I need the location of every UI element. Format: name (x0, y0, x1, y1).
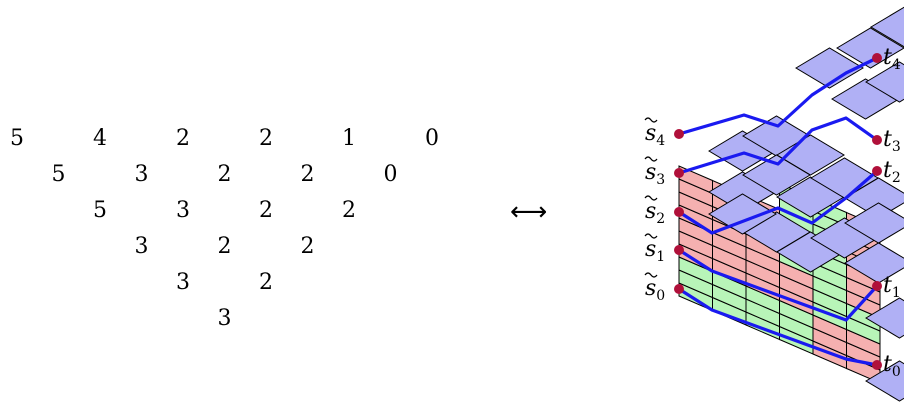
triangle-entry: 0 (425, 126, 439, 151)
t-endpoint-dot (872, 53, 882, 63)
t-label: t4 (883, 45, 901, 73)
s-endpoint-dot (674, 207, 684, 217)
bijection-arrow: ⟷ (510, 197, 548, 227)
triangle-entry: 5 (51, 162, 66, 187)
triangle-entry: 1 (342, 126, 356, 151)
triangle-entry: 3 (134, 162, 149, 187)
lattice-path (677, 56, 879, 136)
t-label: t3 (883, 127, 901, 155)
lattice-path (677, 248, 879, 322)
tile-top (742, 154, 811, 196)
tile-top (836, 27, 904, 69)
lattice-path (677, 116, 879, 175)
number-triangle: 5 4 2 2 1 0 5 3 2 2 0 5 3 2 2 3 2 2 3 2 3 (10, 126, 439, 331)
tilde-mark (644, 156, 658, 162)
triangle-entry: 2 (300, 162, 315, 187)
lattice-path (677, 169, 879, 235)
t-label: t0 (883, 352, 901, 380)
tilde-mark (644, 117, 658, 123)
t-endpoint-dot (872, 281, 882, 291)
tile-top (844, 242, 904, 284)
t-endpoint-dot (872, 135, 882, 145)
s-endpoint-dot (674, 284, 684, 294)
s-label: s3 (645, 160, 665, 188)
s-label: s2 (645, 199, 665, 227)
triangle-entry: 5 (10, 126, 24, 151)
triangle-entry: 2 (259, 270, 273, 295)
s-endpoint-dot (674, 129, 684, 139)
t-endpoint-dot (872, 360, 882, 370)
triangle-entry: 3 (176, 270, 190, 295)
tile-top (844, 202, 904, 244)
lattice-path (677, 287, 879, 367)
triangle-entry: 2 (259, 126, 273, 151)
t-label: t1 (883, 273, 901, 301)
t-endpoint-dot (872, 166, 882, 176)
triangle-entry: 2 (342, 198, 356, 223)
s-label: s4 (645, 121, 665, 149)
triangle-entry: 4 (93, 126, 107, 151)
tile-top (865, 297, 904, 339)
triangle-entry: 2 (217, 162, 232, 187)
tile-top (865, 61, 904, 103)
triangle-entry: 2 (217, 234, 232, 259)
t-label: t2 (883, 158, 901, 186)
tilde-mark (644, 233, 658, 239)
tilde-mark (644, 195, 658, 201)
tile-top (870, 6, 904, 48)
triangle-entry: 2 (176, 126, 190, 151)
triangle-entry: 0 (383, 162, 398, 187)
s-endpoint-dot (674, 168, 684, 178)
triangle-entry: 3 (176, 198, 190, 223)
tile-top (795, 47, 864, 89)
triangle-entry: 2 (300, 234, 315, 259)
tilde-mark (644, 272, 658, 278)
s-label: s1 (645, 237, 665, 265)
triangle-entry: 2 (259, 198, 273, 223)
s-label: s0 (645, 276, 665, 304)
tile-top (865, 360, 904, 402)
s-endpoint-dot (674, 245, 684, 255)
triangle-entry: 5 (93, 198, 107, 223)
triangle-entry: 3 (217, 306, 232, 331)
triangle-entry: 3 (134, 234, 149, 259)
